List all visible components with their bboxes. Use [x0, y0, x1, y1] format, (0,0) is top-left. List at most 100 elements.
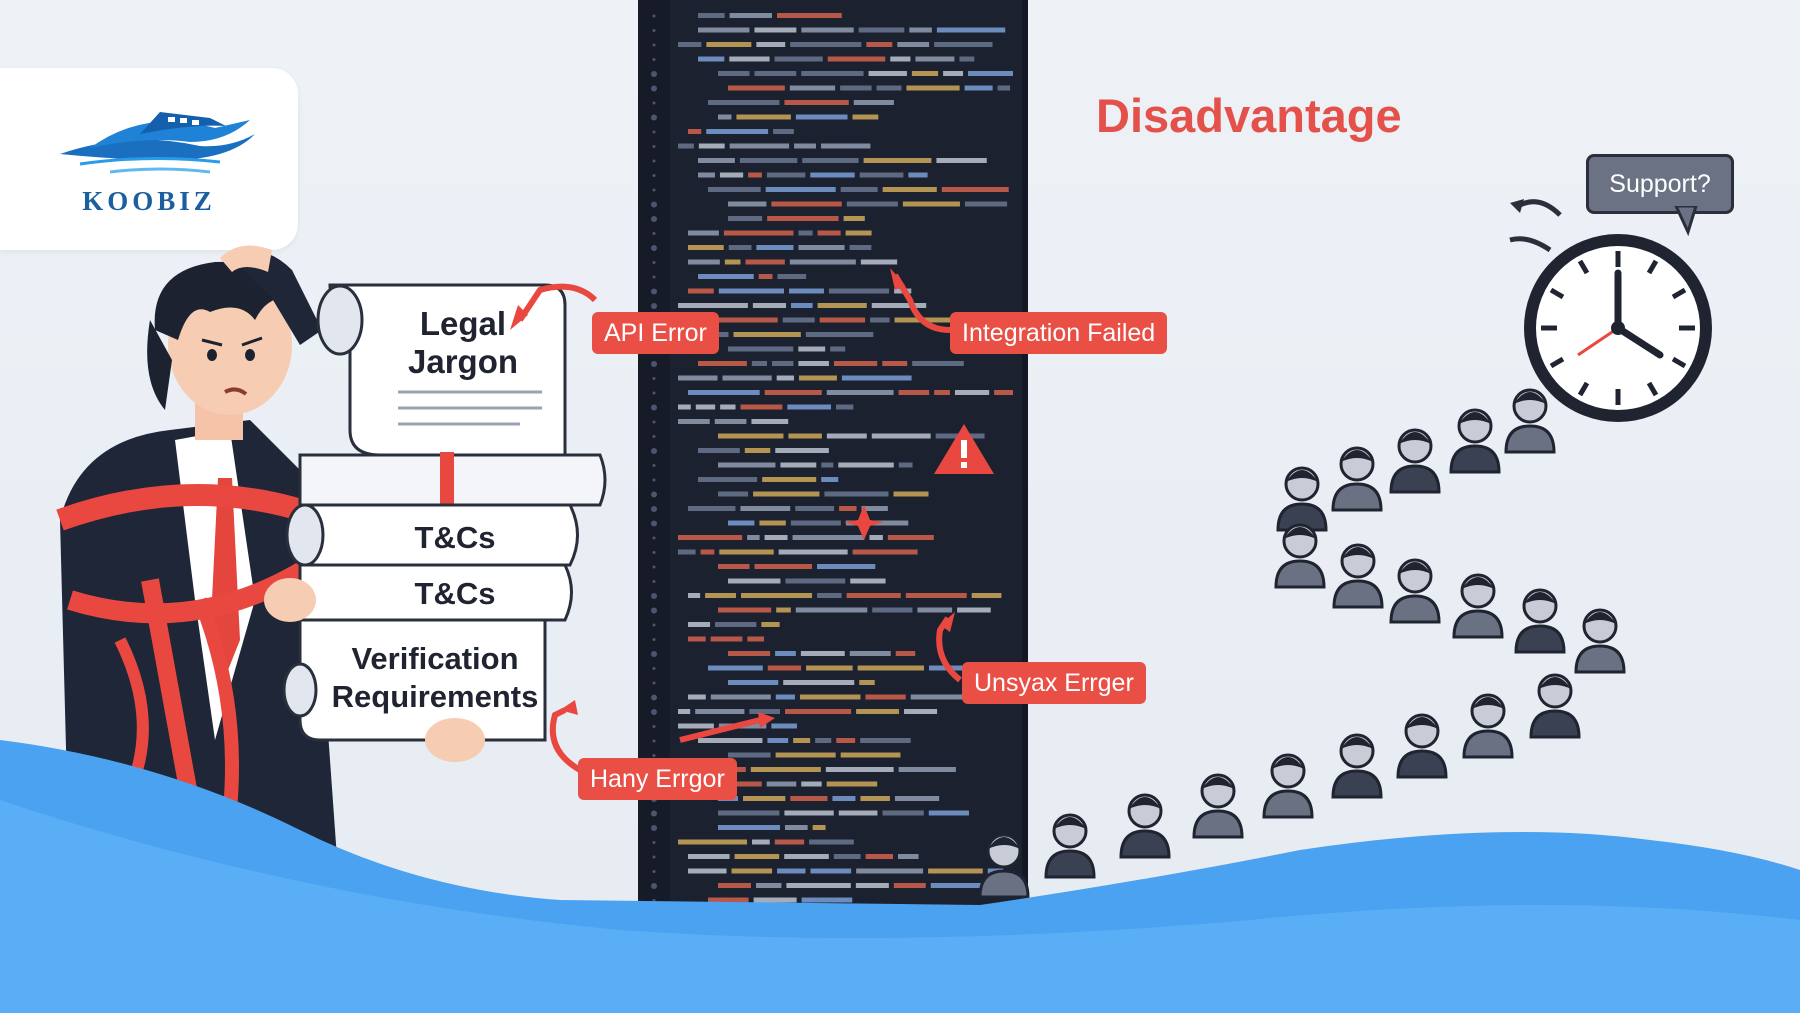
code-token [708, 897, 749, 903]
code-token [809, 839, 854, 845]
code-token [718, 810, 780, 816]
code-token [688, 259, 720, 265]
gutter-marker [652, 174, 656, 177]
code-token [728, 201, 767, 207]
code-token [695, 709, 745, 714]
gutter-marker [652, 754, 656, 757]
person-icon [1276, 466, 1328, 532]
gutter-marker [652, 667, 656, 670]
gutter-marker [651, 810, 657, 817]
code-token [771, 201, 842, 207]
code-token [906, 85, 960, 91]
code-token [698, 361, 747, 366]
speech-bubble-tail [1674, 206, 1698, 236]
code-token [706, 129, 769, 134]
code-token [898, 462, 913, 468]
gutter-marker [651, 71, 657, 77]
code-token [761, 622, 780, 627]
code-token [731, 868, 773, 874]
code-token [964, 201, 1008, 207]
code-token [747, 636, 765, 642]
gutter-marker [652, 130, 656, 134]
code-token [751, 361, 768, 366]
code-token [698, 477, 758, 482]
gutter-marker [652, 739, 656, 743]
code-token [941, 187, 1009, 192]
gutter-marker [652, 435, 656, 438]
person-icon [1119, 793, 1171, 859]
code-token [865, 694, 906, 700]
code-token [815, 738, 832, 743]
code-token [777, 274, 807, 279]
gutter-marker [652, 377, 656, 380]
gutter-marker [651, 709, 657, 715]
code-token [821, 477, 839, 482]
code-token [777, 868, 806, 874]
gutter-marker [651, 404, 657, 411]
code-token [817, 230, 841, 236]
code-token [959, 56, 975, 62]
code-token [817, 564, 876, 569]
code-token [830, 346, 846, 352]
code-token [754, 27, 797, 33]
code-token [728, 216, 763, 221]
code-token [705, 593, 736, 598]
gutter-marker [651, 825, 657, 831]
code-token [728, 752, 771, 758]
code-token [759, 520, 786, 526]
code-token [678, 143, 694, 149]
code-token [786, 883, 851, 888]
code-token [774, 56, 823, 62]
code-token [902, 201, 960, 207]
code-token [795, 114, 848, 120]
code-token [785, 709, 852, 714]
code-token [728, 85, 785, 91]
code-token [887, 535, 934, 540]
code-token [812, 825, 826, 830]
code-token [957, 607, 991, 613]
tcs-label-1: T&Cs [414, 520, 496, 555]
code-token [791, 303, 813, 308]
code-token [790, 42, 862, 47]
code-token [767, 665, 802, 671]
person-icon [1044, 813, 1096, 879]
code-token [810, 868, 852, 874]
code-token [688, 868, 727, 874]
code-token [710, 636, 743, 642]
code-token [805, 332, 874, 337]
code-token [850, 578, 886, 584]
gutter-marker [652, 580, 656, 583]
person-icon [1389, 428, 1441, 494]
legal-jargon-label: Legal Jargon [407, 305, 519, 380]
code-token [863, 158, 932, 163]
code-token [719, 172, 744, 178]
code-token [678, 303, 748, 308]
person-icon [1574, 608, 1626, 674]
code-token [783, 680, 855, 685]
person-icon [1274, 523, 1326, 589]
code-token [860, 259, 898, 265]
code-token [964, 85, 993, 91]
code-token [718, 288, 785, 294]
gutter-marker [651, 520, 657, 527]
code-token [789, 288, 824, 294]
code-token [861, 506, 888, 511]
gutter-marker [651, 651, 657, 657]
code-token [792, 535, 865, 540]
code-token [777, 13, 842, 18]
code-token [934, 390, 950, 395]
gutter-marker [651, 288, 657, 295]
code-token [825, 767, 894, 772]
code-token [698, 27, 750, 33]
code-token [810, 172, 855, 178]
code-token [752, 303, 787, 308]
clock-icon [1509, 199, 1712, 422]
code-token [840, 85, 872, 91]
code-token [688, 593, 701, 598]
code-token [898, 390, 930, 395]
code-token [740, 404, 783, 410]
code-token [936, 27, 1006, 33]
gutter-marker [652, 551, 656, 554]
